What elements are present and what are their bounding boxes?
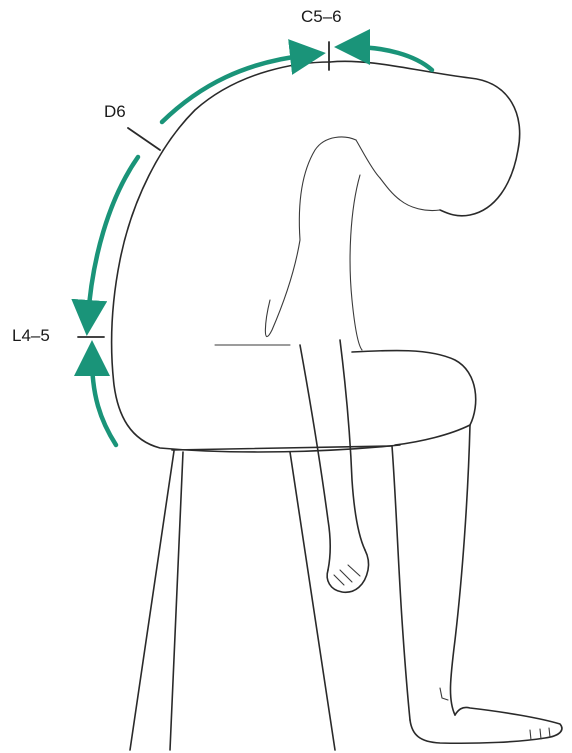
forearm-inner — [340, 340, 365, 550]
ankle-mark — [440, 688, 448, 700]
back-contour — [112, 62, 400, 452]
upper-arm — [265, 240, 300, 337]
neck-front — [356, 140, 380, 178]
hand-outline — [327, 550, 368, 592]
arrow-d6-to-l45 — [88, 157, 138, 318]
thigh-lower — [395, 425, 470, 445]
head-outline — [330, 61, 520, 216]
forearm-outer — [300, 345, 330, 570]
motion-arrows — [88, 47, 432, 445]
chest-front — [350, 175, 362, 350]
d6-tick — [128, 128, 160, 150]
arrow-d6-to-c56 — [162, 55, 308, 122]
stool-left-leg — [130, 451, 174, 750]
calf-back — [392, 446, 410, 720]
spinal-level-markers — [78, 42, 329, 337]
arrow-neck-to-c56 — [352, 47, 432, 70]
shoulder-contour — [299, 137, 356, 240]
label-cervical-level: C5–6 — [301, 8, 342, 25]
shin-front — [450, 425, 470, 715]
stool-inner-left-leg — [170, 452, 183, 750]
finger-lines — [334, 565, 360, 585]
stool-right-leg — [290, 452, 335, 750]
human-figure — [112, 61, 562, 743]
label-dorsal-level: D6 — [104, 103, 126, 120]
face-outline — [380, 178, 440, 211]
thigh-upper — [352, 350, 476, 425]
label-lumbar-level: L4–5 — [12, 327, 50, 344]
foot-outline — [410, 707, 562, 743]
